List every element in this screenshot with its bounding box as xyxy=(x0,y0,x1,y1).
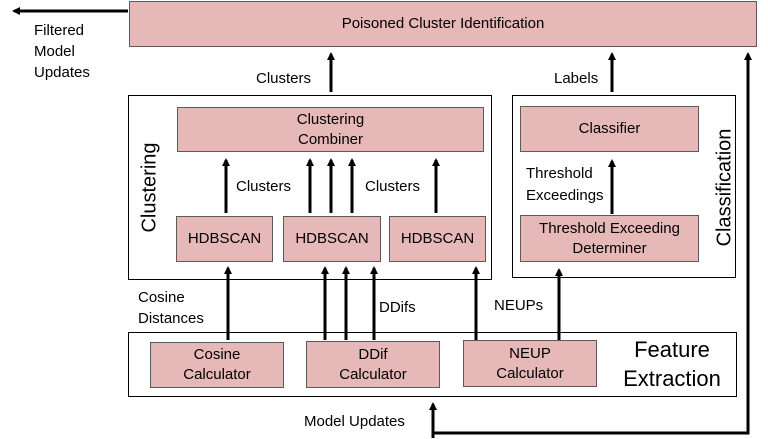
labels-output-label: Labels xyxy=(554,70,599,87)
poisoned-cluster-identification-box: Poisoned Cluster Identification xyxy=(129,1,757,47)
hdbscan-box-2: HDBSCAN xyxy=(283,216,381,262)
clusters-label-left: Clusters xyxy=(236,178,292,195)
threshold-exceedings-label: Threshold Exceedings xyxy=(526,165,604,204)
neup-calculator-box: NEUP Calculator xyxy=(463,340,597,387)
model-updates-label: Model Updates xyxy=(304,413,405,430)
ddif-calculator-box: DDif Calculator xyxy=(306,341,440,388)
clustering-combiner-box: Clustering Combiner xyxy=(177,107,484,152)
ddifs-label: DDifs xyxy=(379,299,416,316)
feature-extraction-module xyxy=(128,332,737,397)
neups-label: NEUPs xyxy=(494,297,544,314)
cosine-distances-label: Cosine Distances xyxy=(138,289,204,327)
classification-module xyxy=(512,95,736,278)
poisoned-cluster-identification-label: Poisoned Cluster Identification xyxy=(341,15,545,32)
filtered-model-updates-label: Filtered Model Updates xyxy=(34,22,90,81)
hdbscan-box-3: HDBSCAN xyxy=(389,216,486,262)
arrow-model-updates-bypass xyxy=(433,52,752,435)
cosine-calculator-box: Cosine Calculator xyxy=(150,342,284,388)
clusters-label-right: Clusters xyxy=(365,178,421,195)
hdbscan-box-1: HDBSCAN xyxy=(176,216,273,262)
classification-title: Classification xyxy=(713,128,736,247)
threshold-exceeding-determiner-box: Threshold Exceeding Determiner xyxy=(520,215,699,262)
clusters-output-label: Clusters xyxy=(256,70,312,87)
feature-extraction-title: Feature Extraction xyxy=(623,337,721,391)
clustering-module xyxy=(128,95,492,280)
clustering-title: Clustering xyxy=(138,142,161,233)
classifier-box: Classifier xyxy=(520,106,699,152)
